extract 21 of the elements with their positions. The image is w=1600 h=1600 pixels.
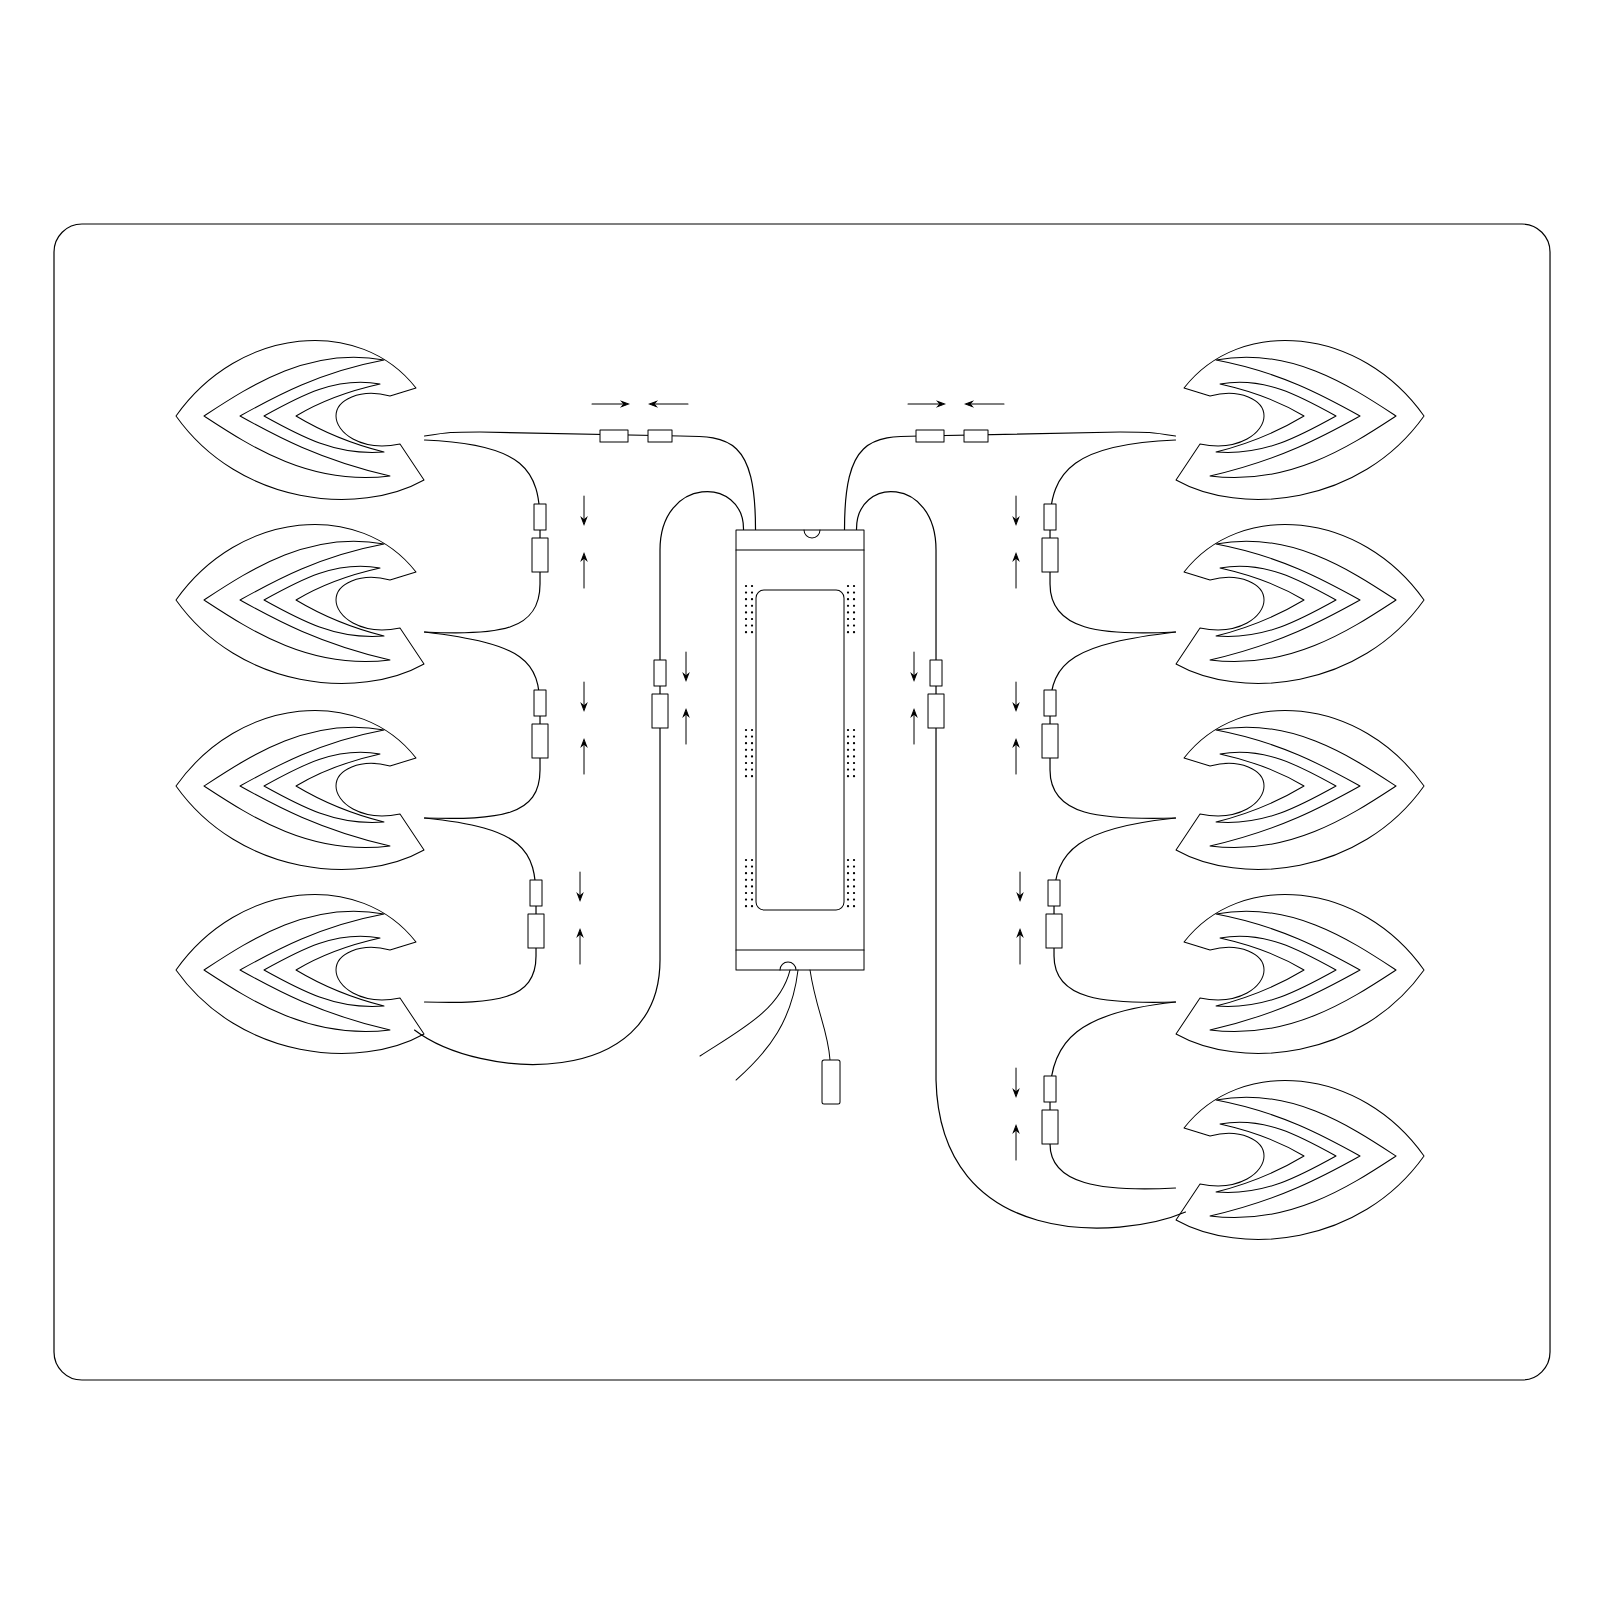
cable [1053,817,1177,1003]
cable [423,431,757,531]
lamp-drawing [1175,710,1425,870]
lamp-drawing [175,710,425,870]
lamp-drawing [1175,524,1425,684]
cable [423,439,541,634]
lamp-drawing [1175,340,1425,500]
lamp-drawing [1175,894,1425,1054]
cable [843,431,1177,531]
cable [423,817,537,1003]
driver-box [735,529,865,971]
cable [1049,1001,1177,1190]
lamp-drawing [175,894,425,1054]
lamp-drawing [175,524,425,684]
cable [413,491,745,1066]
cable [855,491,1187,1229]
lamp-drawing [175,340,425,500]
cable [423,631,541,819]
cable [1049,439,1177,634]
lamp-drawing [1175,1080,1425,1240]
cable [1049,631,1177,819]
